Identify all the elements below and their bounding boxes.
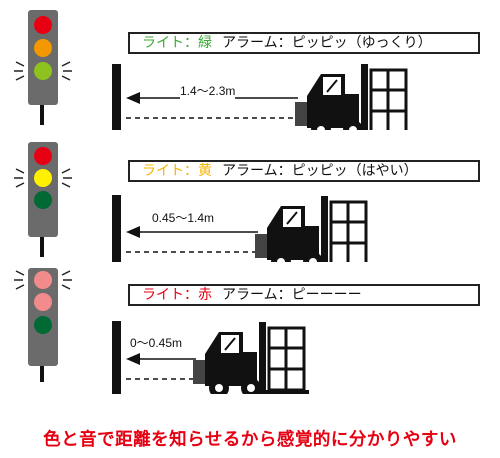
light-value: 赤 xyxy=(198,287,212,303)
light-label: ライト： xyxy=(142,35,198,51)
alarm-value: ピッピッ（ゆっくり） xyxy=(291,35,432,51)
caption: 色と音で距離を知らせるから感覚的に分かりやすい xyxy=(43,430,457,450)
alarm-value: ピーーーー xyxy=(291,287,362,303)
panel-red-graphic xyxy=(14,268,309,394)
distance-label: 0.45～1.4m xyxy=(152,209,215,226)
forklift-icon xyxy=(255,196,368,262)
traffic-light-icon xyxy=(14,268,72,382)
alarm-value: ピッピッ（はやい） xyxy=(291,163,418,179)
blink-rays-icon xyxy=(14,270,72,290)
light-value: 黄 xyxy=(198,163,212,179)
status-label-red: ライト：赤アラーム：ピーーーー xyxy=(128,284,480,306)
panel-green: ライト：緑アラーム：ピッピッ（ゆっくり） 1.4～2.3m xyxy=(0,0,500,130)
blink-rays-icon xyxy=(14,168,72,188)
status-label-green: ライト：緑アラーム：ピッピッ（ゆっくり） xyxy=(128,32,480,54)
panel-yellow: ライト：黄アラーム：ピッピッ（はやい） 0.45～1.4m xyxy=(0,132,500,262)
light-label: ライト： xyxy=(142,163,198,179)
alarm-label: アラーム： xyxy=(222,287,292,303)
forklift-icon xyxy=(193,322,309,394)
arrow-icon xyxy=(126,353,140,365)
blink-rays-icon xyxy=(14,61,72,81)
distance-label: 0～0.45m xyxy=(130,334,183,351)
light-value: 緑 xyxy=(198,35,212,51)
status-label-yellow: ライト：黄アラーム：ピッピッ（はやい） xyxy=(128,160,480,182)
panel-green-graphic xyxy=(14,10,408,130)
panel-red: ライト：赤アラーム：ピーーーー 0～0.45m xyxy=(0,264,500,394)
wall-icon xyxy=(112,321,121,394)
distance-label: 1.4～2.3m xyxy=(180,82,236,99)
wall-icon xyxy=(112,195,121,262)
traffic-light-icon xyxy=(14,10,72,125)
alarm-label: アラーム： xyxy=(222,163,292,179)
alarm-label: アラーム： xyxy=(222,35,292,51)
traffic-light-icon xyxy=(14,142,72,257)
arrow-icon xyxy=(126,92,140,104)
panel-yellow-graphic xyxy=(14,142,368,262)
wall-icon xyxy=(112,64,121,130)
arrow-icon xyxy=(126,226,140,238)
light-label: ライト： xyxy=(142,287,198,303)
forklift-icon xyxy=(295,64,408,130)
